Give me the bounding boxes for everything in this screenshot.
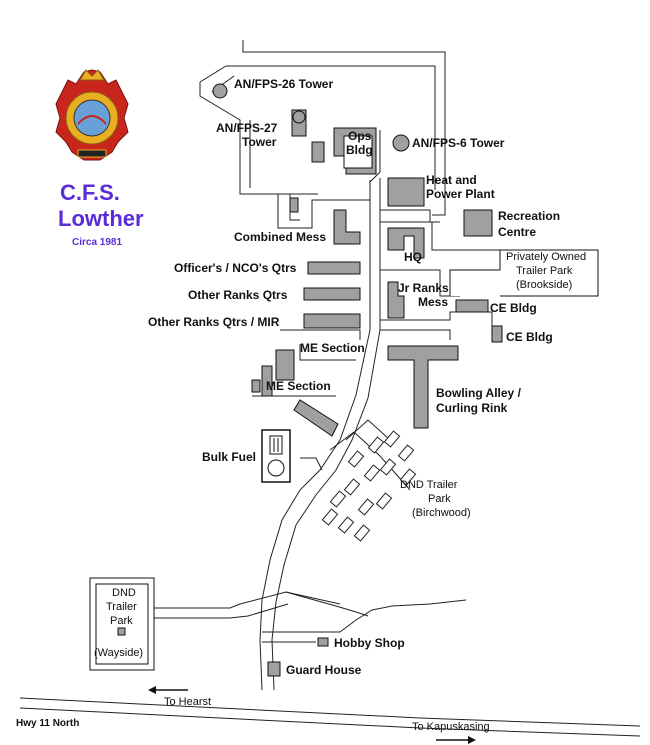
label-ops-l2: Bldg [346,143,373,157]
title-circa: Circa 1981 [72,237,122,248]
label-private-l3: (Brookside) [516,279,572,291]
label-heat-l2: Power Plant [426,187,495,201]
fps27-annex [311,141,325,163]
label-ce-bldg-1: CE Bldg [490,301,537,315]
ce-building-1 [455,299,489,313]
diagonal-building [293,399,339,437]
fps26-tower-dome [212,83,228,99]
arrow-left-icon [148,686,188,694]
ce-building-2 [491,325,503,343]
label-private-l2: Trailer Park [516,265,573,277]
label-ce-bldg-2: CE Bldg [506,330,553,344]
bowling-curling-building [387,345,459,429]
label-dnd-way-l4: (Wayside) [94,647,143,659]
label-to-hearst: To Hearst [164,696,211,708]
officers-qtrs [307,261,361,275]
fps27-tower-dome [292,110,306,124]
label-hobby-shop: Hobby Shop [334,636,405,650]
wayside-park-inner [95,583,149,665]
me-section-1 [275,349,295,381]
label-me-section-2: ME Section [266,379,331,393]
label-fps27-l1: AN/FPS-27 [216,121,278,135]
radar-compound-fence [199,40,446,216]
me-section-2b [251,379,261,393]
guard-house [267,661,281,677]
hq-building [387,227,425,259]
label-heat-l1: Heat and [426,173,477,187]
label-to-kapuskasing: To Kapuskasing [412,721,490,733]
arrow-right-icon [436,736,476,744]
jr-ranks-mess [387,281,405,319]
label-guard-house: Guard House [286,663,362,677]
road-network [19,130,641,737]
small-building-combined [289,197,299,213]
wayside-building [117,627,126,636]
combined-mess [333,209,361,245]
title-cfs: C.F.S. [60,180,120,205]
label-rec-l1: Recreation [498,209,560,223]
heat-power-plant [387,177,425,207]
label-rec-l2: Centre [498,225,536,239]
label-dnd-birch-l2: Park [428,493,451,505]
label-fps26: AN/FPS-26 Tower [234,77,333,91]
label-officers-qtrs: Officer's / NCO's Qtrs [174,261,297,275]
label-me-section-1: ME Section [300,341,365,355]
recreation-centre [463,209,493,237]
ops-building-court [343,135,373,169]
label-dnd-way-l1: DND [112,587,136,599]
crest-badge-icon [55,69,129,161]
label-other-ranks-mir: Other Ranks Qtrs / MIR [148,315,280,329]
label-bowling-l2: Curling Rink [436,401,508,415]
label-private-l1: Privately Owned [506,251,586,263]
me-section-2a [261,365,273,397]
label-ops-l1: Ops [348,129,372,143]
other-ranks-mir [303,313,361,329]
label-other-ranks: Other Ranks Qtrs [188,288,288,302]
label-hwy11: Hwy 11 North [16,718,79,729]
title-lowther: Lowther [58,206,144,231]
hobby-shop [317,637,329,647]
other-ranks-qtrs [303,287,361,301]
label-bulk-fuel: Bulk Fuel [202,450,256,464]
label-dnd-birch-l1: DND Trailer [400,479,458,491]
birchwood-trailers [321,430,417,542]
fuel-tank-icon [261,429,291,483]
label-bowling-l1: Bowling Alley / [436,386,522,400]
label-dnd-way-l2: Trailer [106,601,137,613]
label-hq: HQ [404,250,422,264]
label-dnd-birch-l3: (Birchwood) [412,507,471,519]
label-jr-l2: Mess [418,295,448,309]
label-combined-mess: Combined Mess [234,230,326,244]
brookside-park-boundary [449,249,599,297]
fps6-tower-dome [392,134,410,152]
label-fps27-l2: Tower [242,135,277,149]
label-jr-l1: Jr Ranks [398,281,449,295]
label-fps6: AN/FPS-6 Tower [412,136,505,150]
label-dnd-way-l3: Park [110,615,133,627]
